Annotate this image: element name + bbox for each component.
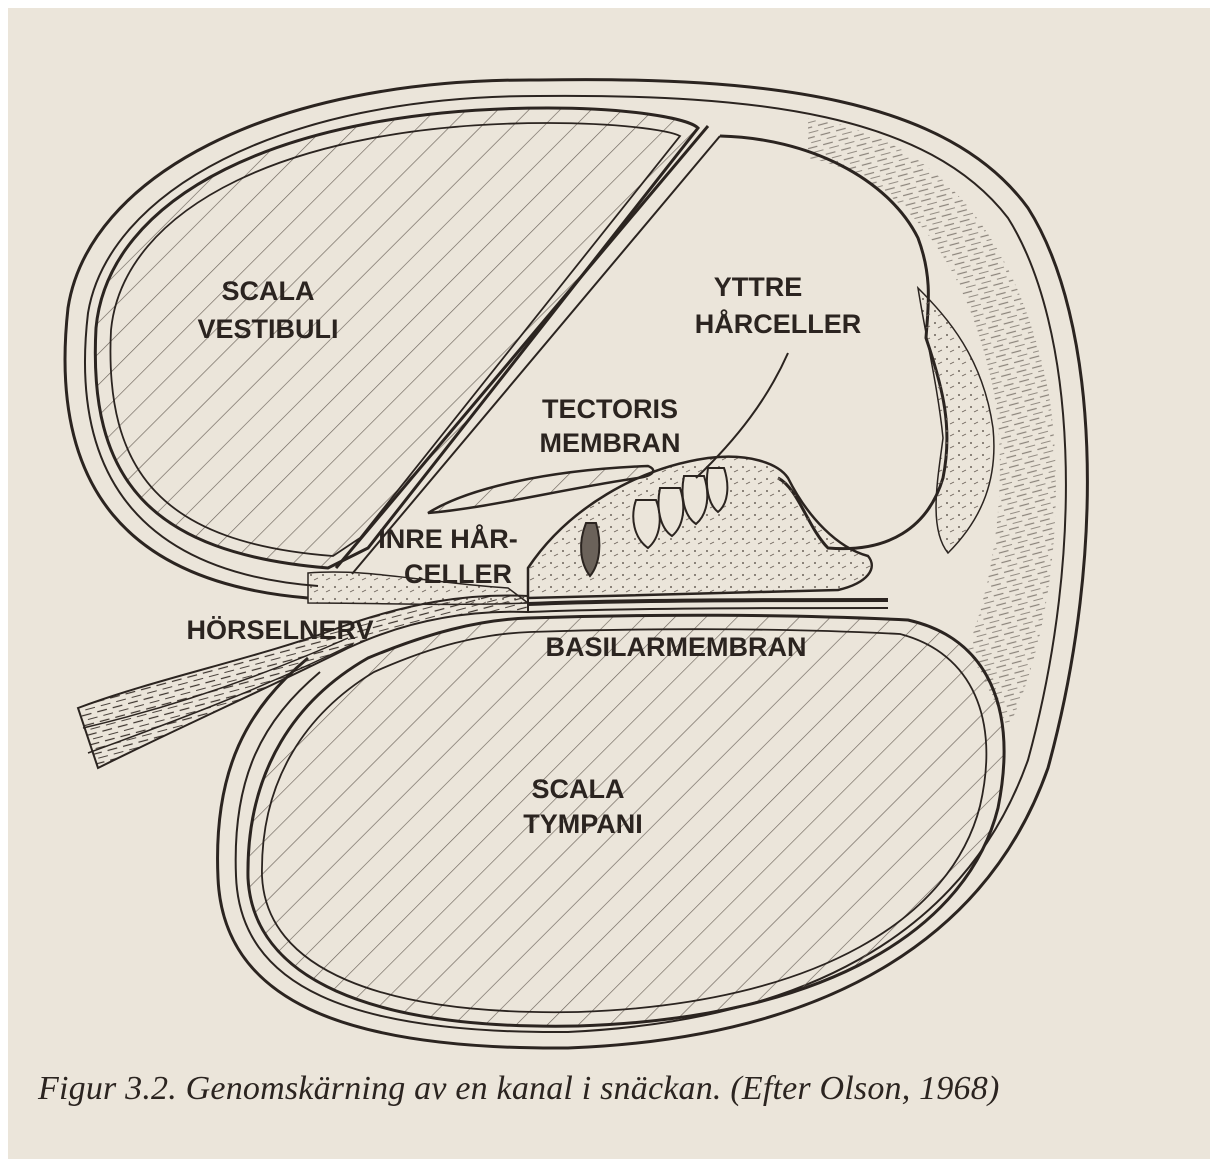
label-scala-tympani-line1: SCALA bbox=[532, 774, 625, 804]
figure-caption: Figur 3.2. Genomskärning av en kanal i s… bbox=[38, 1070, 999, 1108]
label-yttre-line1: YTTRE bbox=[714, 272, 803, 302]
label-inre-line1: INRE HÅR- bbox=[378, 523, 518, 554]
label-tectoris-line2: MEMBRAN bbox=[540, 428, 681, 458]
label-inre-line2: CELLER bbox=[404, 559, 512, 589]
label-scala-vestibuli-line1: SCALA bbox=[222, 276, 315, 306]
label-horselnerv: HÖRSELNERV bbox=[186, 615, 373, 645]
label-scala-tympani-line2: TYMPANI bbox=[523, 809, 643, 839]
cochlea-cross-section-diagram: SCALA VESTIBULI YTTRE HÅRCELLER TECTORIS… bbox=[8, 8, 1210, 1068]
basilar-membrane bbox=[528, 600, 888, 604]
label-scala-vestibuli-line2: VESTIBULI bbox=[197, 314, 338, 344]
book-page: SCALA VESTIBULI YTTRE HÅRCELLER TECTORIS… bbox=[8, 8, 1210, 1159]
label-yttre-line2: HÅRCELLER bbox=[695, 308, 862, 339]
label-tectoris-line1: TECTORIS bbox=[542, 394, 678, 424]
label-basilarmembran: BASILARMEMBRAN bbox=[546, 632, 807, 662]
